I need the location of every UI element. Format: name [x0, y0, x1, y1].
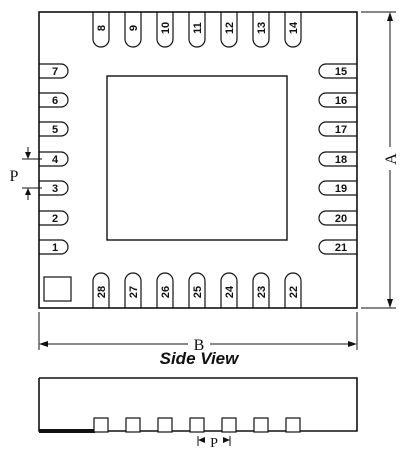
pin-label: 2 — [52, 213, 58, 225]
side-view-title: Side View — [160, 349, 241, 368]
package-body — [38, 11, 358, 309]
pin-label: 13 — [256, 22, 268, 34]
pin-left-4: 4 — [39, 151, 69, 167]
pin-label: 15 — [335, 66, 347, 78]
pin-bottom-26: 26 — [156, 272, 174, 308]
pins-bottom-group: 28 27 26 25 24 23 22 — [92, 272, 302, 308]
pin-label: 9 — [128, 25, 140, 31]
pin-right-18: 18 — [318, 151, 357, 167]
pin-bottom-28: 28 — [92, 272, 110, 308]
pin-top-9: 9 — [124, 12, 142, 48]
pin-label: 17 — [335, 124, 347, 136]
pin-right-16: 16 — [318, 92, 357, 108]
pin-left-2: 2 — [39, 210, 69, 226]
side-pad — [221, 417, 237, 433]
side-view — [38, 377, 358, 433]
pin-top-12: 12 — [220, 12, 238, 48]
dimension-p-bottom: P — [197, 436, 231, 451]
pin-top-8: 8 — [92, 12, 110, 48]
pin-top-11: 11 — [188, 12, 206, 48]
side-pad — [93, 417, 109, 433]
pin-left-3: 3 — [39, 180, 69, 196]
pin-label: 23 — [256, 286, 268, 298]
pin-label: 5 — [52, 124, 58, 136]
pin-label: 24 — [224, 285, 236, 298]
pin-label: 25 — [192, 286, 204, 298]
pin-top-10: 10 — [156, 12, 174, 48]
pin-label: 4 — [52, 154, 59, 166]
pin-label: 28 — [96, 286, 108, 298]
exposed-pad — [106, 75, 288, 241]
pin-bottom-23: 23 — [252, 272, 270, 308]
pin-top-13: 13 — [252, 12, 270, 48]
side-view-outline — [38, 377, 358, 432]
pin-right-20: 20 — [318, 210, 357, 226]
side-pad — [157, 417, 173, 433]
dimension-p-bottom-label: P — [210, 436, 218, 451]
pin-label: 12 — [224, 22, 236, 34]
pin-bottom-24: 24 — [220, 272, 238, 308]
pin-left-6: 6 — [39, 92, 69, 108]
pin-label: 6 — [52, 95, 58, 107]
pin-right-19: 19 — [318, 180, 357, 196]
side-pad — [189, 417, 205, 433]
side-pad — [285, 417, 301, 433]
pin-bottom-27: 27 — [124, 272, 142, 308]
pin-right-17: 17 — [318, 121, 357, 137]
pin-label: 7 — [52, 66, 58, 78]
pin-label: 19 — [335, 183, 347, 195]
side-view-leadframe — [39, 429, 95, 433]
pin-left-5: 5 — [39, 121, 69, 137]
dimension-a-label: A — [383, 153, 400, 165]
pin1-marker — [43, 276, 72, 302]
pin-label: 22 — [288, 286, 300, 298]
dimension-b: B — [38, 312, 358, 354]
pin-bottom-25: 25 — [188, 272, 206, 308]
pin-label: 26 — [160, 286, 172, 298]
pin-label: 21 — [335, 242, 347, 254]
pin-label: 11 — [192, 22, 204, 34]
dimension-b-label: B — [194, 337, 205, 354]
pin-label: 3 — [52, 183, 58, 195]
dimension-a: A — [361, 11, 400, 309]
pin-bottom-22: 22 — [284, 272, 302, 308]
dimension-p-left: P — [10, 147, 42, 200]
pin-label: 27 — [128, 286, 140, 298]
pin-label: 16 — [335, 95, 347, 107]
side-pad — [125, 417, 141, 433]
side-view-pads — [93, 417, 301, 433]
pins-top-group: 8 9 10 11 12 13 14 — [92, 12, 302, 48]
pin-label: 20 — [335, 213, 347, 225]
pin-left-1: 1 — [39, 239, 69, 255]
pins-left-group: 7 6 5 4 3 2 1 — [39, 63, 69, 255]
pin-label: 1 — [52, 242, 58, 254]
pin-label: 14 — [288, 21, 300, 34]
pin-right-21: 21 — [318, 239, 357, 255]
pin-label: 18 — [335, 154, 347, 166]
pin-left-7: 7 — [39, 63, 69, 79]
dimension-p-left-label: P — [10, 168, 19, 185]
pin-label: 10 — [160, 22, 172, 34]
side-pad — [253, 417, 269, 433]
pin-top-14: 14 — [284, 12, 302, 48]
pin-label: 8 — [96, 25, 108, 31]
pins-right-group: 15 16 17 18 19 20 21 — [318, 63, 357, 255]
pin-right-15: 15 — [318, 63, 357, 79]
